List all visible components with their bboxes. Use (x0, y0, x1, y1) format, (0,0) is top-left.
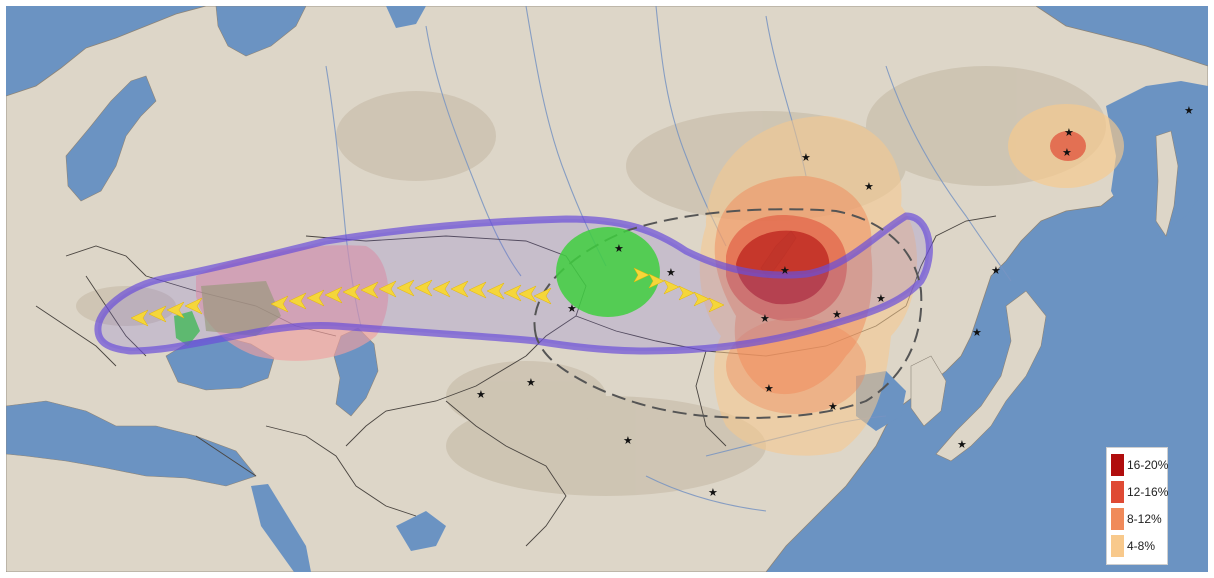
sample-star-icon: ★ (623, 434, 633, 447)
migration-arrow-icon (288, 292, 307, 310)
sample-star-icon: ★ (991, 264, 1001, 277)
migration-arrow-icon (184, 297, 203, 315)
legend-row: 4-8% (1111, 532, 1163, 559)
olive-region (201, 281, 281, 336)
migration-arrow-icon (130, 309, 149, 327)
migration-arrow-icon (693, 291, 710, 307)
legend-label: 16-20% (1127, 457, 1169, 472)
sample-star-icon: ★ (708, 486, 718, 499)
sample-stars: ★ ★ ★ ★ ★ ★ ★ ★ ★ ★ ★ ★ ★ ★ ★ ★ ★ ★ ★ ★ … (476, 104, 1194, 499)
migration-arrow-icon (503, 284, 522, 302)
sample-star-icon: ★ (1062, 146, 1072, 159)
migration-arrow-icon (270, 295, 289, 313)
migration-arrows-eastward (633, 267, 725, 313)
sample-star-icon: ★ (764, 382, 774, 395)
legend-row: 8-12% (1111, 505, 1163, 532)
sample-star-icon: ★ (972, 326, 982, 339)
migration-arrow-icon (414, 279, 433, 297)
mediterranean-sea (6, 400, 257, 487)
sample-star-icon: ★ (1064, 126, 1074, 139)
legend-row: 12-16% (1111, 478, 1168, 505)
legend-label: 12-16% (1127, 484, 1169, 499)
sample-star-icon: ★ (760, 312, 770, 325)
frequency-legend: 16-20% 12-16% 8-12% 4-8% (1106, 447, 1168, 565)
sakhalin-island (1155, 130, 1179, 237)
migration-arrow-icon (432, 280, 451, 298)
sample-star-icon: ★ (801, 151, 811, 164)
migration-arrow-icon (486, 282, 505, 300)
arctic-bay (215, 6, 307, 57)
migration-arrow-icon (708, 297, 725, 313)
migration-arrow-icon (166, 301, 185, 319)
legend-label: 4-8% (1127, 538, 1156, 553)
migration-arrow-icon (518, 285, 537, 303)
red-sea (251, 484, 311, 572)
migration-arrow-icon (648, 273, 665, 289)
white-sea (386, 6, 426, 28)
sample-star-icon: ★ (828, 400, 838, 413)
map-canvas: ★ ★ ★ ★ ★ ★ ★ ★ ★ ★ ★ ★ ★ ★ ★ ★ ★ ★ ★ ★ … (6, 6, 1208, 572)
migration-arrow-icon (360, 281, 379, 299)
sample-star-icon: ★ (832, 308, 842, 321)
migration-arrow-icon (450, 280, 469, 298)
sample-star-icon: ★ (476, 388, 486, 401)
migration-arrow-icon (378, 280, 397, 298)
sample-star-icon: ★ (567, 302, 577, 315)
sample-star-icon: ★ (876, 292, 886, 305)
korea-peninsula (910, 355, 947, 427)
origin-area-green (556, 227, 660, 317)
core-area-dashed-outline (533, 208, 923, 419)
legend-swatch (1111, 453, 1124, 476)
danube-green-area (174, 311, 200, 346)
baltic-sea (65, 75, 157, 202)
sample-star-icon: ★ (957, 438, 967, 451)
migration-arrow-icon (678, 285, 695, 301)
sample-star-icon: ★ (526, 376, 536, 389)
migration-arrow-icon (396, 279, 415, 297)
legend-swatch (1111, 507, 1124, 530)
legend-label: 8-12% (1127, 511, 1162, 526)
map-figure: ★ ★ ★ ★ ★ ★ ★ ★ ★ ★ ★ ★ ★ ★ ★ ★ ★ ★ ★ ★ … (6, 6, 1208, 572)
migration-arrow-icon (468, 281, 487, 299)
migration-arrow-icon (342, 283, 361, 301)
migration-arrow-icon (633, 267, 650, 283)
legend-row: 16-20% (1111, 451, 1168, 478)
sample-star-icon: ★ (780, 264, 790, 277)
migration-arrow-icon (324, 286, 343, 304)
japan-islands (935, 290, 1047, 462)
sample-star-icon: ★ (864, 180, 874, 193)
migration-arrow-icon (306, 289, 325, 307)
legend-swatch (1111, 534, 1124, 557)
migration-arrow-icon (533, 287, 552, 305)
sample-star-icon: ★ (1184, 104, 1194, 117)
expansion-zone-band (94, 212, 933, 355)
migration-arrow-icon (663, 279, 680, 295)
migration-arrow-icon (148, 305, 167, 323)
migration-arrows-westward (130, 279, 552, 327)
legend-swatch (1111, 480, 1124, 503)
country-borders (35, 215, 997, 547)
persian-gulf (396, 511, 446, 551)
sample-star-icon: ★ (666, 266, 676, 279)
sample-star-icon: ★ (614, 242, 624, 255)
